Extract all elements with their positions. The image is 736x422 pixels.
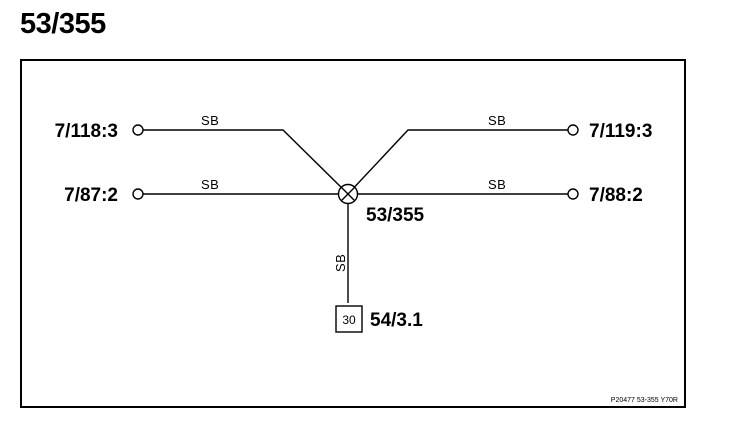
diagram-frame: [20, 59, 686, 408]
wire-top-right: [347, 129, 568, 195]
connector-mid-left-terminal: [132, 188, 144, 200]
page-title: 53/355: [20, 8, 106, 40]
terminal-30-box: [335, 305, 363, 333]
wire-label-top-left: SB: [201, 113, 219, 128]
wire-top-left: [143, 129, 349, 195]
connector-top-right-terminal: [567, 124, 579, 136]
wire-label-mid-right: SB: [488, 177, 506, 192]
wire-label-mid-left: SB: [201, 177, 219, 192]
splice-label: 53/355: [366, 205, 425, 226]
reference-code: P20477 53-355 Y70R: [611, 397, 678, 404]
wire-label-top-right: SB: [488, 113, 506, 128]
connector-label-top-right: 7/119:3: [589, 121, 652, 142]
wire-label-bottom: SB: [333, 254, 348, 272]
connector-label-top-left: 7/118:3: [55, 121, 118, 142]
connector-mid-right-terminal: [567, 188, 579, 200]
connector-label-mid-right: 7/88:2: [589, 185, 643, 206]
connector-top-left-terminal: [132, 124, 144, 136]
terminal-30-label: 30: [342, 313, 356, 327]
ground-label: 54/3.1: [370, 310, 423, 331]
splice-junction-icon: [337, 183, 359, 205]
connector-label-mid-left: 7/87:2: [64, 185, 118, 206]
